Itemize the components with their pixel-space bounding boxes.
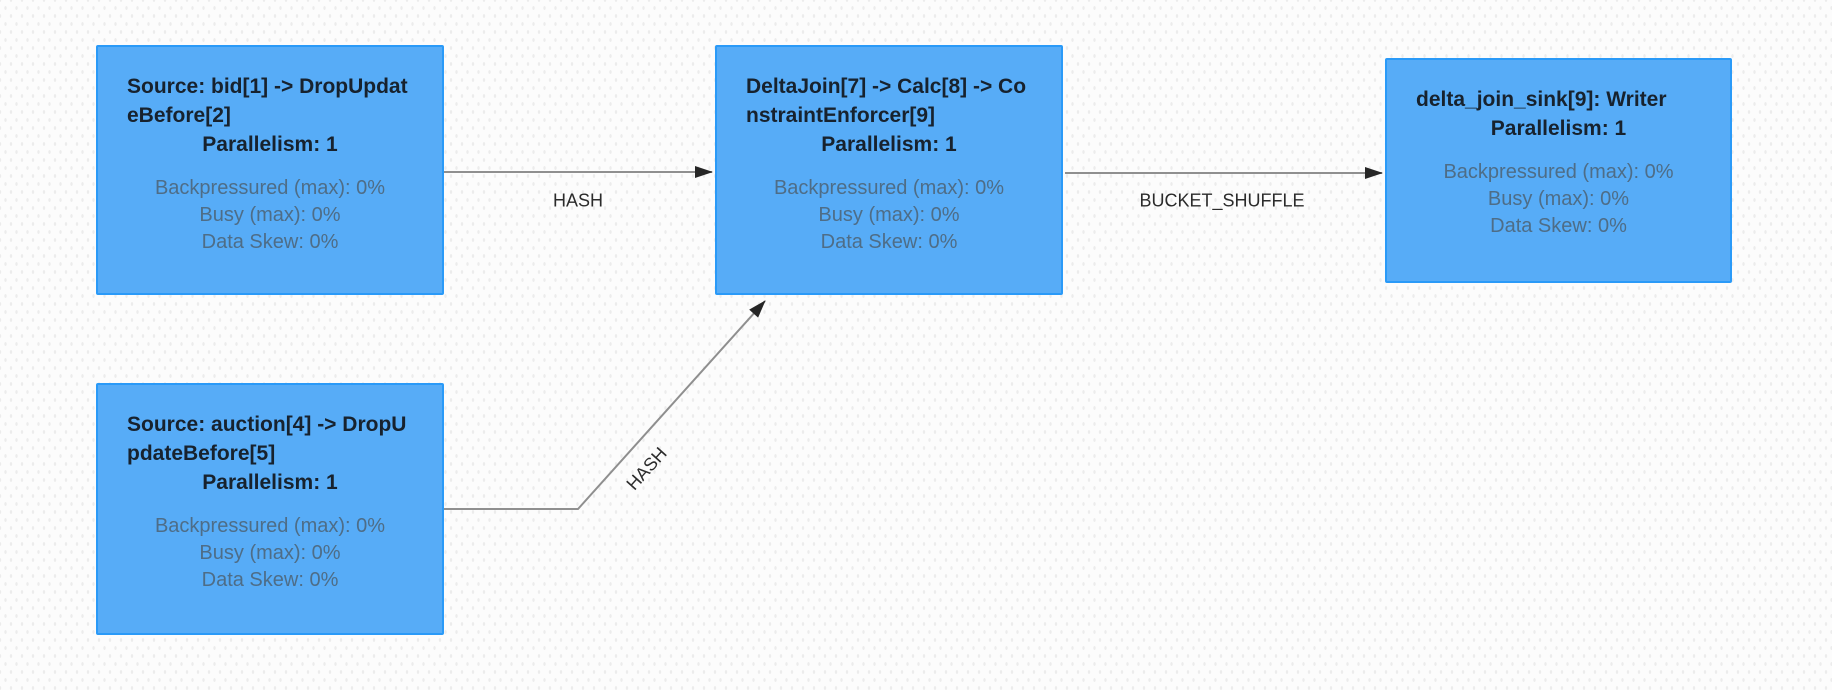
stat-backpressured: Backpressured (max): 0% — [773, 177, 1005, 199]
stat-busy: Busy (max): 0% — [1487, 188, 1630, 210]
node-stats: Backpressured (max): 0% Busy (max): 0% D… — [127, 513, 413, 594]
graph-node-source-bid[interactable]: Source: bid[1] -> DropUpdateBefore[2] Pa… — [96, 45, 444, 295]
node-title: DeltaJoin[7] -> Calc[8] -> ConstraintEnf… — [746, 75, 1027, 127]
stat-busy: Busy (max): 0% — [199, 542, 341, 564]
graph-node-delta-join[interactable]: DeltaJoin[7] -> Calc[8] -> ConstraintEnf… — [715, 45, 1063, 295]
stat-busy: Busy (max): 0% — [818, 204, 960, 226]
node-stats: Backpressured (max): 0% Busy (max): 0% D… — [1416, 159, 1701, 240]
node-parallelism: Parallelism: 1 — [202, 133, 338, 156]
stat-backpressured: Backpressured (max): 0% — [154, 177, 386, 199]
node-parallelism: Parallelism: 1 — [202, 471, 338, 494]
node-stats: Backpressured (max): 0% Busy (max): 0% D… — [127, 175, 413, 256]
node-title: delta_join_sink[9]: Writer — [1416, 88, 1667, 111]
node-title: Source: bid[1] -> DropUpdateBefore[2] — [127, 75, 408, 127]
stat-busy: Busy (max): 0% — [199, 204, 341, 226]
edge-label-bucket-shuffle: BUCKET_SHUFFLE — [1139, 190, 1305, 211]
stat-data-skew: Data Skew: 0% — [820, 231, 958, 253]
node-stats: Backpressured (max): 0% Busy (max): 0% D… — [746, 175, 1032, 256]
edge-label-hash-bid: HASH — [552, 190, 604, 211]
stat-data-skew: Data Skew: 0% — [1490, 215, 1627, 237]
node-parallelism: Parallelism: 1 — [1490, 117, 1627, 140]
graph-node-delta-join-sink[interactable]: delta_join_sink[9]: Writer Parallelism: … — [1385, 58, 1732, 283]
stat-data-skew: Data Skew: 0% — [201, 231, 339, 253]
edge-label-hash-auction: HASH — [622, 443, 671, 494]
stat-data-skew: Data Skew: 0% — [201, 569, 339, 591]
stat-backpressured: Backpressured (max): 0% — [1443, 161, 1674, 183]
stat-backpressured: Backpressured (max): 0% — [154, 515, 386, 537]
node-title: Source: auction[4] -> DropUpdateBefore[5… — [127, 413, 407, 465]
graph-node-source-auction[interactable]: Source: auction[4] -> DropUpdateBefore[5… — [96, 383, 444, 635]
edge-line-auction-to-join — [444, 300, 766, 510]
node-parallelism: Parallelism: 1 — [821, 133, 957, 156]
